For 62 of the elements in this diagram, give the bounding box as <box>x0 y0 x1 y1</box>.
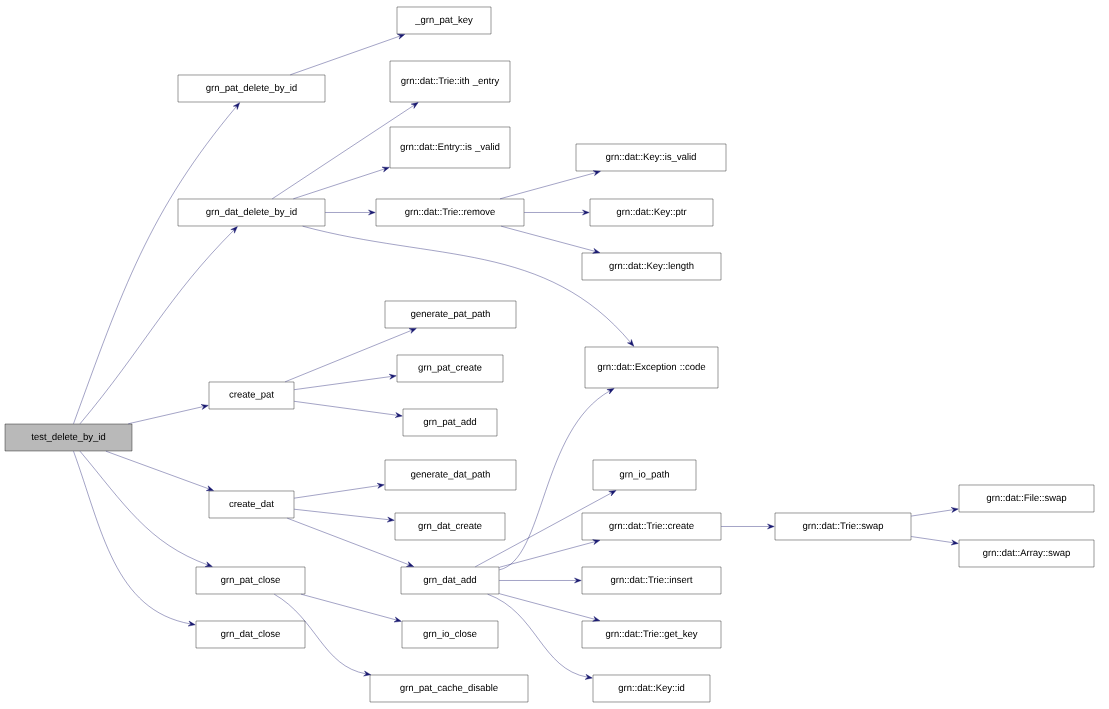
function-box: grn_dat_create <box>394 512 506 541</box>
function-box: grn_io_path <box>592 459 697 491</box>
function-box: grn::dat::Key::id <box>592 674 711 703</box>
arrow <box>73 451 196 627</box>
arrow <box>475 490 617 567</box>
arrow <box>79 226 238 424</box>
arrow <box>294 509 395 523</box>
arrow <box>524 209 590 216</box>
function-box: create_dat <box>208 490 295 519</box>
function-box: test_delete_by_id <box>4 423 133 452</box>
function-box: grn::dat::Trie::ith _entry <box>389 60 511 103</box>
arrow <box>911 536 959 546</box>
arrow <box>293 166 390 199</box>
function-box: grn::dat::Key::is_valid <box>575 143 727 172</box>
function-box: grn_pat_close <box>195 566 306 595</box>
function-box: grn::dat::Entry::is _valid <box>389 126 511 169</box>
function-box: generate_dat_path <box>384 459 517 491</box>
function-box: grn::dat::Key::length <box>581 252 722 281</box>
function-box: grn_pat_create <box>396 354 504 383</box>
arrow <box>500 226 601 254</box>
function-box: grn::dat::File::swap <box>958 484 1095 513</box>
function-box: grn::dat::Trie::insert <box>581 566 722 595</box>
arrow <box>911 507 959 517</box>
arrow <box>294 374 397 390</box>
function-box: create_pat <box>208 381 295 410</box>
function-box: grn_pat_add <box>402 408 498 437</box>
arrow <box>287 518 414 567</box>
function-box: grn_io_close <box>401 620 499 649</box>
function-box: grn::dat::Trie::remove <box>375 198 525 227</box>
arrow <box>499 593 601 622</box>
arrow <box>499 577 582 584</box>
function-box: grn::dat::Trie::swap <box>774 512 912 541</box>
arrow <box>499 539 601 568</box>
arrow <box>73 102 240 424</box>
arrow <box>294 401 403 418</box>
arrow <box>284 328 417 382</box>
arrow <box>499 170 601 199</box>
arrow <box>487 594 593 680</box>
arrow <box>721 523 775 530</box>
function-box: grn::dat::Trie::create <box>581 512 722 541</box>
function-box: grn_pat_delete_by_id <box>177 74 326 103</box>
function-box: grn::dat::Array::swap <box>958 539 1095 568</box>
function-box: _grn_pat_key <box>396 6 492 35</box>
function-box: grn::dat::Exception ::code <box>584 346 719 389</box>
arrow <box>272 102 419 199</box>
arrow <box>290 34 405 75</box>
arrow <box>302 226 634 347</box>
function-box: grn_pat_cache_disable <box>369 674 529 703</box>
arrow <box>499 388 615 571</box>
function-box: generate_pat_path <box>384 300 517 329</box>
arrow <box>105 451 214 491</box>
arrow <box>294 483 385 499</box>
function-box: grn::dat::Key::ptr <box>589 198 714 227</box>
function-box: grn_dat_add <box>400 566 500 595</box>
function-box: grn_dat_close <box>195 620 306 649</box>
arrow <box>325 209 376 216</box>
arrow <box>128 404 209 424</box>
arrow <box>79 451 213 567</box>
function-box: grn_dat_delete_by_id <box>177 198 326 227</box>
arrow <box>300 594 402 623</box>
function-box: grn::dat::Trie::get_key <box>581 620 722 649</box>
arrow <box>274 594 371 677</box>
